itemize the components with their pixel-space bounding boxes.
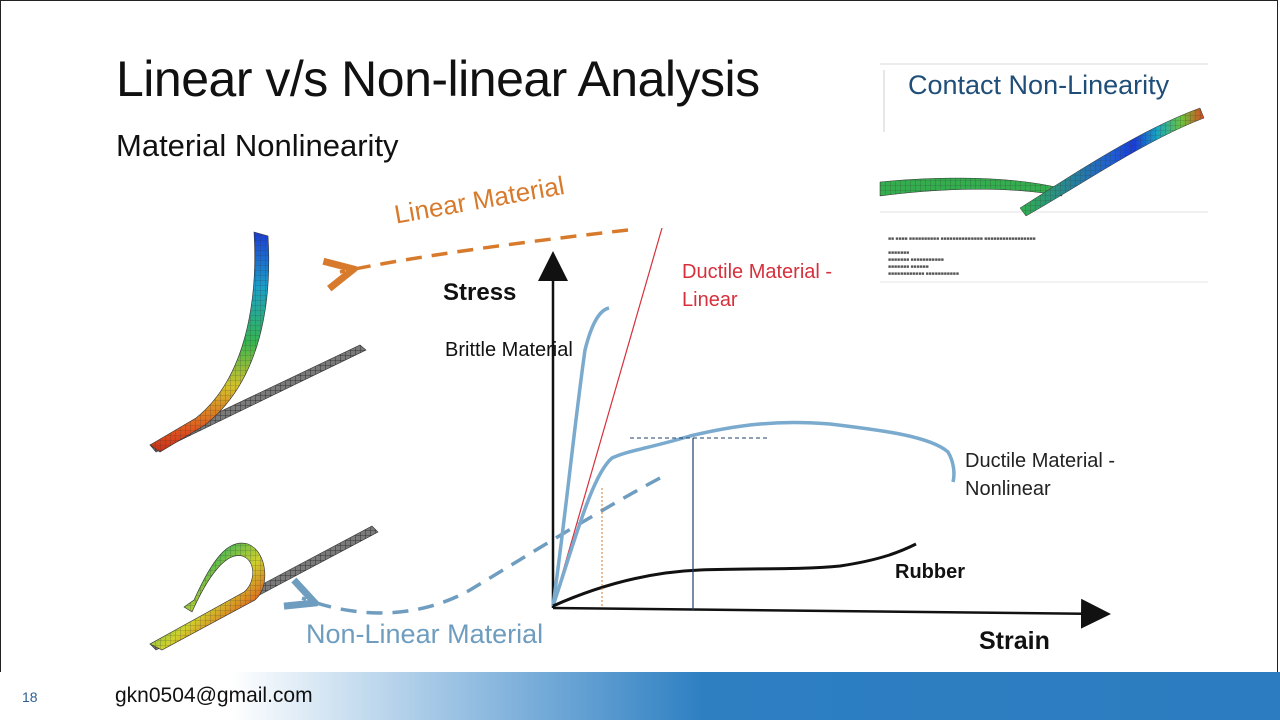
- brittle-curve: [551, 306, 610, 607]
- contact-panel: [879, 63, 1208, 283]
- ductile-linear-line: [552, 227, 663, 607]
- stress-strain-chart: [538, 227, 1111, 629]
- page-number: 18: [22, 689, 38, 705]
- nonlinear-material-arrow: [302, 476, 661, 615]
- ductile-nonlinear-label-line1: Ductile Material -: [965, 450, 1116, 472]
- linear-material-arrow: [340, 228, 629, 272]
- strain-axis-label: Strain: [979, 627, 1050, 655]
- ductile-nonlinear-label-line2: Nonlinear: [965, 478, 1051, 500]
- slide-title: Linear v/s Non-linear Analysis: [116, 51, 760, 107]
- ductile-nonlinear-label: Ductile Material - Nonlinear: [965, 447, 1115, 503]
- footer-bar: [0, 672, 1280, 720]
- nonlinear-material-callout: Non-Linear Material: [306, 619, 544, 649]
- ductile-linear-label: Ductile Material - Linear: [682, 258, 832, 314]
- linear-beam-model: [149, 231, 367, 453]
- ductile-linear-label-line2: Linear: [682, 289, 738, 311]
- ductile-linear-label-line1: Ductile Material -: [682, 261, 833, 283]
- strain-axis: [552, 598, 1111, 629]
- rubber-curve: [552, 542, 917, 608]
- contact-nonlinearity-title: Contact Non-Linearity: [908, 70, 1170, 100]
- stress-axis-label: Stress: [443, 279, 517, 306]
- ductile-nonlinear-curve: [551, 420, 956, 607]
- nonlinear-beam-model: [149, 525, 379, 651]
- contact-solver-readout: ■■ ■■■■ ■■■■■■■■■■ ■■■■■■■■■■■■■■ ■■■■■■…: [888, 236, 1036, 242]
- slide-subtitle: Material Nonlinearity: [116, 128, 399, 163]
- contact-solver-readout-2: ■■■■■■■■■■■■■■ ■■■■■■■■■■■■■■■■■■ ■■■■■■…: [888, 250, 959, 277]
- brittle-material-label: Brittle Material: [445, 339, 573, 361]
- footer-email: gkn0504@gmail.com: [115, 684, 313, 707]
- rubber-label: Rubber: [895, 561, 965, 583]
